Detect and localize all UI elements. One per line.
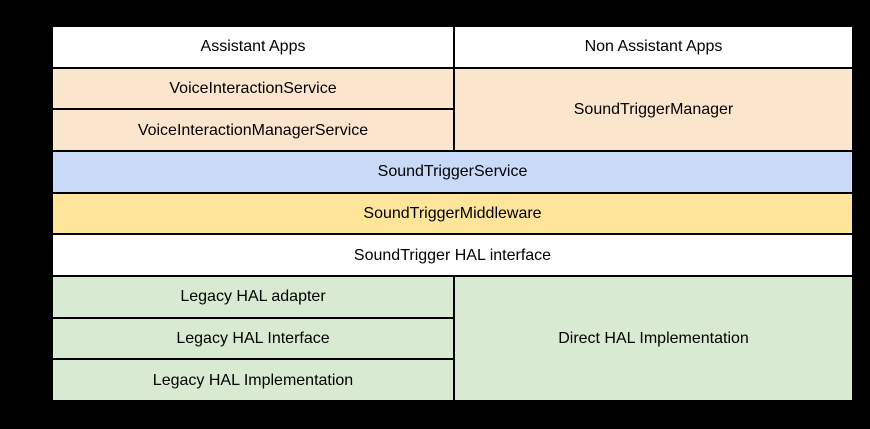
cell-direct-hal-implementation: Direct HAL Implementation bbox=[455, 277, 852, 400]
cell-sound-trigger-service: SoundTriggerService bbox=[53, 152, 852, 192]
cell-sound-trigger-manager: SoundTriggerManager bbox=[455, 68, 852, 150]
cell-non-assistant-apps: Non Assistant Apps bbox=[455, 27, 852, 67]
soundtrigger-stack-diagram: Assistant Apps Non Assistant Apps VoiceI… bbox=[53, 27, 852, 400]
cell-assistant-apps: Assistant Apps bbox=[53, 27, 453, 67]
cell-legacy-hal-interface: Legacy HAL Interface bbox=[53, 318, 453, 359]
cell-legacy-hal-adapter: Legacy HAL adapter bbox=[53, 277, 453, 317]
cell-legacy-hal-implementation: Legacy HAL Implementation bbox=[53, 360, 453, 400]
cell-sound-trigger-middleware: SoundTriggerMiddleware bbox=[53, 193, 852, 234]
cell-voice-interaction-manager-service: VoiceInteractionManagerService bbox=[53, 110, 453, 150]
cell-soundtrigger-hal-interface: SoundTrigger HAL interface bbox=[53, 235, 852, 275]
cell-voice-interaction-service: VoiceInteractionService bbox=[53, 68, 453, 109]
